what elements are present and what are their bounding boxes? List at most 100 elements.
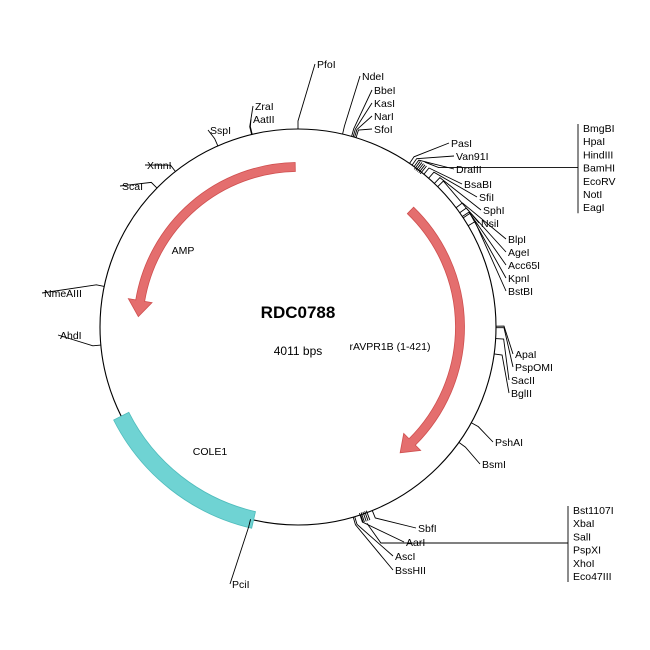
site-bsmi: BsmI	[458, 442, 506, 471]
site-label: SfiI	[479, 192, 494, 204]
site-label: SacII	[511, 375, 535, 387]
site-pasi: PasI	[409, 138, 472, 164]
site-label: NsiI	[481, 218, 499, 230]
site-tick	[119, 181, 158, 189]
site-tick	[342, 75, 361, 135]
feature-label: COLE1	[193, 446, 228, 458]
site-label: AgeI	[508, 247, 530, 259]
site-label: KasI	[374, 98, 395, 110]
site-bmgbi: BmgBI	[583, 123, 615, 135]
site-tick	[471, 422, 494, 443]
feature-ravpr1b: rAVPR1B (1-421)	[350, 206, 465, 454]
site-hindiii: HindIII	[583, 149, 613, 161]
site-tick	[462, 212, 507, 279]
site-bamhi: BamHI	[583, 163, 615, 175]
site-tick	[354, 115, 373, 138]
site-tick	[229, 519, 251, 585]
site-tick	[362, 511, 367, 522]
site-ecorv: EcoRV	[583, 176, 616, 188]
site-label: DraIII	[456, 164, 482, 176]
site-tick	[360, 512, 365, 523]
site-tick	[414, 161, 421, 170]
site-tick	[371, 510, 417, 529]
site-zrai: ZraI	[249, 101, 274, 135]
site-tick	[409, 142, 450, 164]
site-label: NmeAIII	[44, 288, 82, 300]
feature-label: rAVPR1B (1-421)	[350, 341, 431, 353]
site-tick	[417, 163, 424, 172]
site-sbfi: SbfI	[371, 510, 437, 535]
site-label: PspOMI	[515, 362, 553, 374]
site-label: AhdI	[60, 330, 82, 342]
site-tick	[144, 164, 176, 172]
site-aatii: AatII	[249, 114, 275, 135]
feature-arrow	[399, 206, 465, 454]
site-label: Acc65I	[508, 260, 540, 272]
site-aari: AarI	[360, 514, 425, 549]
site-agei: AgeI	[459, 207, 530, 259]
plasmid-size: 4011 bps	[274, 344, 323, 358]
site-tick	[462, 211, 507, 266]
site-tick	[360, 514, 405, 543]
site-label: NdeI	[362, 71, 384, 83]
site-hpai: HpaI	[583, 136, 605, 148]
site-tick	[355, 128, 373, 138]
site-sfii: SfiI	[428, 171, 494, 204]
site-tick	[354, 516, 394, 557]
site-pfoi: PfoI	[297, 59, 336, 129]
site-tick	[495, 327, 514, 368]
site-bsabi: BsaBI	[423, 167, 492, 191]
site-label: NarI	[374, 111, 394, 123]
site-tick	[57, 334, 101, 347]
site-tick	[455, 202, 507, 240]
group-leader	[366, 523, 568, 544]
site-scai: ScaI	[119, 181, 158, 193]
site-label: SbfI	[418, 523, 437, 535]
site-sacii: SacII	[495, 338, 535, 387]
site-draiii: DraIII	[413, 159, 482, 176]
site-xbai: XbaI	[573, 518, 595, 530]
site-pshai: PshAI	[471, 422, 523, 449]
site-label: ZraI	[255, 101, 274, 113]
site-bglii: BglII	[494, 353, 532, 400]
site-tick	[359, 512, 363, 523]
site-asci: AscI	[354, 516, 415, 563]
site-xmni: XmnI	[144, 160, 176, 172]
site-tick	[413, 159, 455, 170]
site-tick	[364, 511, 369, 521]
group-leader	[424, 161, 578, 169]
site-tick	[459, 207, 507, 253]
site-label: BlpI	[508, 234, 526, 246]
site-sfoi: SfoI	[355, 124, 393, 138]
site-label: Van91I	[456, 151, 489, 163]
site-tick	[495, 338, 510, 381]
site-nari: NarI	[354, 111, 394, 138]
site-tick	[494, 353, 510, 394]
site-sspi: SspI	[207, 125, 231, 147]
site-label: BstBI	[508, 286, 533, 298]
site-apai: ApaI	[495, 325, 537, 361]
site-label: AscI	[395, 551, 415, 563]
feature-arrow	[127, 162, 296, 318]
site-nmeaiii: NmeAIII	[41, 284, 105, 300]
site-tick	[351, 89, 373, 137]
site-eco47iii: Eco47III	[573, 571, 612, 583]
site-tick	[415, 162, 423, 171]
site-tick	[423, 167, 463, 185]
site-label: SphI	[483, 205, 505, 217]
site-tick	[458, 442, 481, 465]
site-label: BbeI	[374, 85, 396, 97]
site-noti: NotI	[583, 189, 602, 201]
site-label: BssHII	[395, 565, 426, 577]
site-label: SspI	[210, 125, 231, 137]
site-tick	[434, 177, 482, 211]
site-bbei: BbeI	[351, 85, 396, 137]
site-pcii: PciI	[229, 519, 251, 591]
site-label: PciI	[232, 579, 250, 591]
site-tick	[428, 171, 478, 198]
